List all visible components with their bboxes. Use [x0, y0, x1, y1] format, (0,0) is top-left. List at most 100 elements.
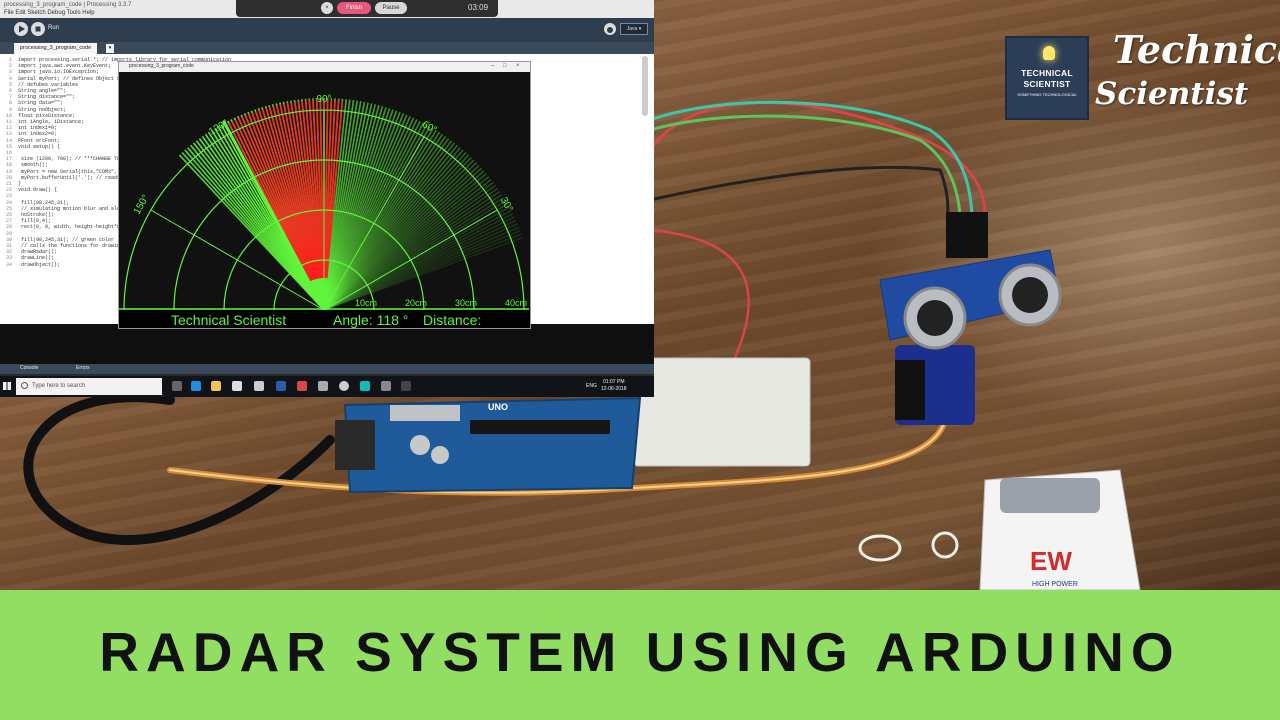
- logo-tagline: SOMETHING TECHNOLOGICAL: [1017, 92, 1077, 97]
- screen-recording: processing_3_program_code | Processing 3…: [0, 0, 654, 397]
- range-label: 40cm: [505, 298, 527, 308]
- banner-title: RADAR SYSTEM USING ARDUINO: [99, 621, 1181, 683]
- radar-titlebar: processing_3_program_code – □ ×: [119, 62, 530, 72]
- code-line[interactable]: 19 myPort = new Serial(this,"COM3", 9600…: [0, 169, 138, 175]
- tab-menu-arrow[interactable]: ▾: [106, 44, 114, 53]
- editor-scrollbar[interactable]: [642, 56, 648, 116]
- mode-selector[interactable]: Java ▾: [620, 23, 648, 35]
- console-tab[interactable]: Console: [20, 365, 39, 371]
- code-text: Serial myPort; // defines Object Serial: [18, 75, 136, 82]
- errors-tab[interactable]: Errors: [76, 365, 90, 371]
- code-line[interactable]: 27 fill(0,4);: [0, 218, 51, 224]
- minimize-icon[interactable]: –: [491, 63, 495, 69]
- logo-line-2: SCIENTIST: [1023, 79, 1071, 89]
- code-line[interactable]: 24 fill(98,245,31);: [0, 200, 69, 206]
- logo-script-line-2: Scientist: [1095, 76, 1249, 112]
- tab-program-code[interactable]: processing_3_program_code: [14, 43, 98, 54]
- processing-icon[interactable]: [401, 381, 411, 391]
- code-text: void draw() {: [18, 187, 58, 194]
- code-line[interactable]: 23: [0, 193, 18, 199]
- ide-menu-items[interactable]: File Edit Sketch Debug Tools Help: [4, 10, 95, 16]
- code-text: int index1=0;: [18, 125, 58, 132]
- line-number: 5: [8, 81, 12, 88]
- recorder-finish-button[interactable]: Finish: [337, 2, 371, 14]
- code-line[interactable]: 17 size (1200, 700); // ***CHANGE THIS T…: [0, 156, 213, 162]
- code-line[interactable]: 32 drawRadar();: [0, 249, 57, 255]
- task-view-icon[interactable]: [172, 381, 182, 391]
- debug-button[interactable]: [604, 23, 616, 35]
- object-ray: [234, 119, 312, 282]
- line-number: 32: [5, 249, 12, 256]
- run-button[interactable]: [14, 22, 28, 36]
- code-text: // calls the functions for drawing the r…: [18, 243, 154, 249]
- battery-brand: EW: [1030, 546, 1072, 576]
- maximize-icon[interactable]: □: [503, 63, 507, 69]
- battery-9v: EW HIGH POWER: [979, 469, 1141, 590]
- line-number: 25: [5, 205, 12, 212]
- object-ray: [319, 99, 325, 279]
- stop-button[interactable]: [31, 22, 45, 36]
- code-line[interactable]: 25 // simulating motion blur and slow fa…: [0, 206, 138, 212]
- code-line[interactable]: 29: [0, 231, 18, 237]
- line-number: 9: [8, 106, 12, 113]
- code-text: // defubes variables: [18, 81, 79, 88]
- sweep-ray: [323, 162, 478, 310]
- recorder-pause-button[interactable]: Pause: [375, 2, 407, 14]
- sweep-ray: [323, 164, 480, 310]
- code-line[interactable]: 34 drawObject();: [0, 262, 60, 268]
- code-line[interactable]: 28 rect(0, 0, width, height-height*0.065…: [0, 224, 138, 230]
- object-ray: [231, 120, 311, 282]
- sweep-ray: [323, 151, 467, 310]
- sweep-ray: [323, 206, 510, 310]
- object-ray: [324, 100, 336, 279]
- chrome-icon[interactable]: [339, 381, 349, 391]
- code-line[interactable]: 21}: [0, 181, 21, 187]
- code-line[interactable]: 20 myPort.bufferUntil('.'); // reads the…: [0, 175, 147, 181]
- windows-start-icon[interactable]: [3, 382, 11, 390]
- sweep-ray: [323, 135, 447, 310]
- taskbar-search[interactable]: Type here to search: [16, 378, 162, 395]
- close-icon[interactable]: ×: [516, 63, 520, 69]
- code-line[interactable]: 5 // defubes variables: [0, 82, 78, 88]
- app-icon-2[interactable]: [360, 381, 370, 391]
- edge-icon[interactable]: [191, 381, 201, 391]
- file-explorer-icon[interactable]: [211, 381, 221, 391]
- store-icon[interactable]: [232, 381, 242, 391]
- arduino-ide-icon[interactable]: [381, 381, 391, 391]
- code-line[interactable]: 30 fill(98,245,31); // green color: [0, 237, 114, 243]
- sweep-ray: [323, 170, 485, 310]
- object-ray: [261, 108, 316, 280]
- recorder-close-button[interactable]: ×: [321, 2, 333, 14]
- angle-label: 60°: [420, 119, 439, 136]
- code-line[interactable]: 18 smooth();: [0, 162, 48, 168]
- line-number: 24: [5, 199, 12, 206]
- play-icon: [19, 25, 25, 33]
- code-line[interactable]: 26 noStroke();: [0, 212, 54, 218]
- language-indicator[interactable]: ENG: [586, 383, 597, 389]
- taskbar-clock[interactable]: 01:07 PM 12-06-2018: [601, 379, 627, 393]
- sweep-ray: [323, 131, 441, 310]
- media-icon[interactable]: [297, 381, 307, 391]
- object-ray: [244, 114, 313, 281]
- code-line[interactable]: 33 drawLine();: [0, 255, 54, 261]
- word-icon[interactable]: [276, 381, 286, 391]
- app-icon[interactable]: [318, 381, 328, 391]
- mail-icon[interactable]: [254, 381, 264, 391]
- code-line[interactable]: 31 // calls the functions for drawing th…: [0, 243, 153, 249]
- code-line[interactable]: 16: [0, 150, 18, 156]
